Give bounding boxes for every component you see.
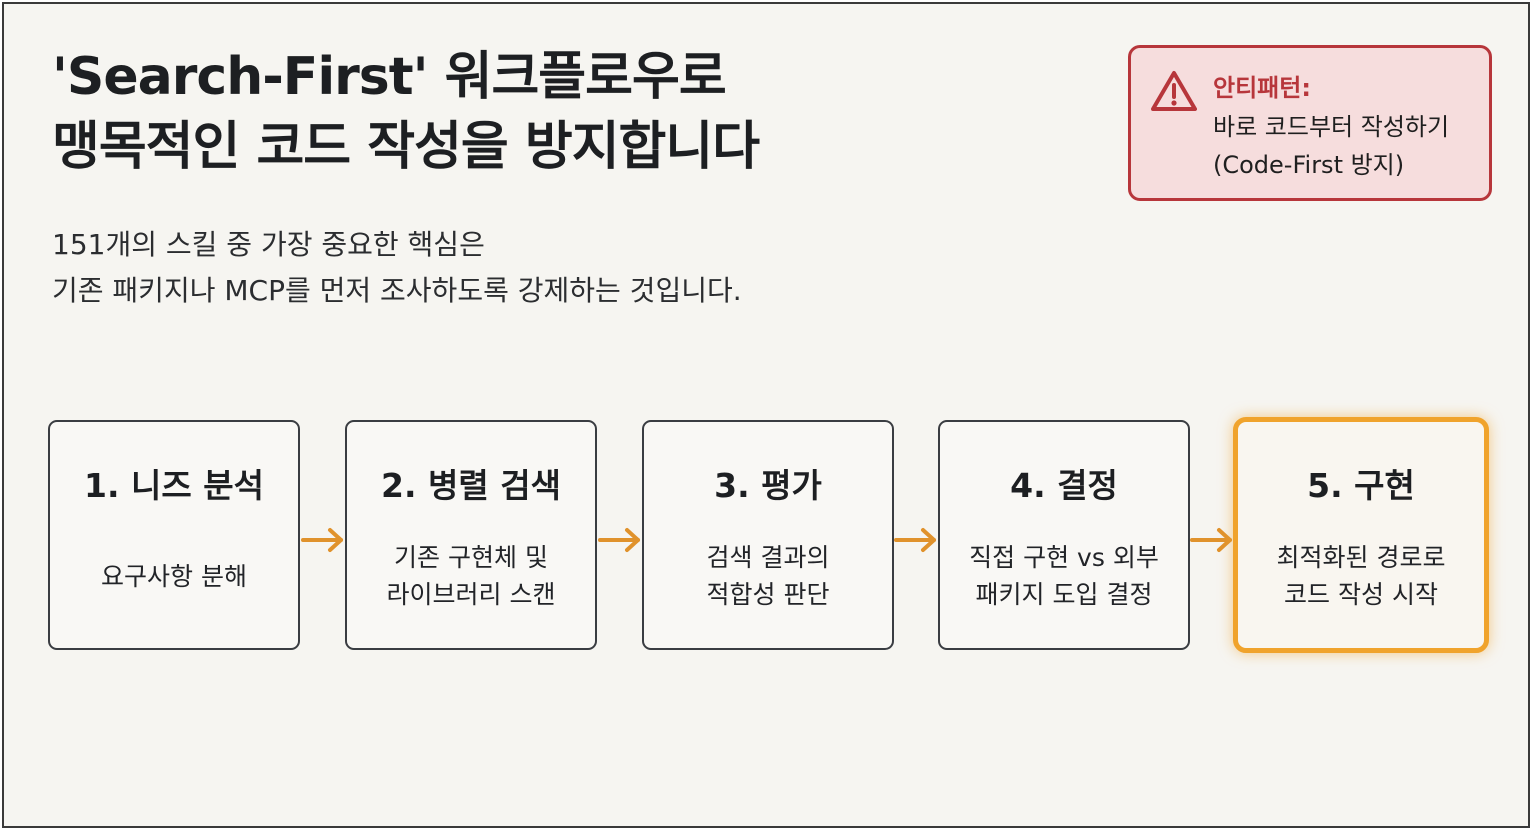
step-description-line: 기존 구현체 및 (394, 543, 548, 572)
step-title: 4. 결정 (1010, 466, 1118, 505)
subtitle-line-1: 151개의 스킬 중 가장 중요한 핵심은 (52, 228, 485, 261)
step-description-line: 라이브러리 스캔 (386, 580, 556, 609)
subtitle: 151개의 스킬 중 가장 중요한 핵심은 기존 패키지나 MCP를 먼저 조사… (52, 222, 742, 314)
step-needs-analysis: 1. 니즈 분석 요구사항 분해 (48, 420, 300, 650)
anti-pattern-title: 안티패턴: (1213, 74, 1311, 102)
arrow-right-icon (894, 528, 936, 552)
step-description: 최적화된 경로로 코드 작성 시작 (1238, 534, 1484, 618)
arrow-right-icon (598, 528, 640, 552)
step-description-line: 최적화된 경로로 (1276, 543, 1446, 572)
step-description-line: 코드 작성 시작 (1284, 580, 1438, 609)
anti-pattern-callout: 안티패턴: 바로 코드부터 작성하기 (Code-First 방지) (1128, 45, 1492, 201)
step-description-line: 직접 구현 vs 외부 (969, 543, 1159, 572)
title-line-2: 맹목적인 코드 작성을 방지합니다 (52, 117, 760, 177)
subtitle-line-2: 기존 패키지나 MCP를 먼저 조사하도록 강제하는 것입니다. (52, 274, 742, 307)
page-title: 'Search-First' 워크플로우로 맹목적인 코드 작성을 방지합니다 (52, 42, 760, 182)
step-evaluation: 3. 평가 검색 결과의 적합성 판단 (642, 420, 894, 650)
step-title: 3. 평가 (714, 466, 822, 505)
step-implementation: 5. 구현 최적화된 경로로 코드 작성 시작 (1233, 417, 1489, 653)
anti-pattern-description: 바로 코드부터 작성하기 (Code-First 방지) (1213, 108, 1449, 184)
arrow-right-icon (301, 528, 343, 552)
anti-pattern-line-1: 바로 코드부터 작성하기 (1213, 113, 1450, 141)
step-parallel-search: 2. 병렬 검색 기존 구현체 및 라이브러리 스캔 (345, 420, 597, 650)
step-description: 요구사항 분해 (50, 534, 298, 618)
step-description-line: 요구사항 분해 (101, 561, 247, 591)
step-description: 기존 구현체 및 라이브러리 스캔 (347, 534, 595, 618)
step-description-line: 적합성 판단 (706, 580, 830, 609)
step-description: 검색 결과의 적합성 판단 (644, 534, 892, 618)
step-title: 2. 병렬 검색 (381, 466, 561, 505)
anti-pattern-line-2: (Code-First 방지) (1213, 151, 1405, 179)
step-title: 1. 니즈 분석 (84, 466, 264, 505)
arrow-right-icon (1190, 528, 1232, 552)
step-title: 5. 구현 (1307, 466, 1415, 505)
step-description-line: 패키지 도입 결정 (975, 580, 1153, 609)
step-description: 직접 구현 vs 외부 패키지 도입 결정 (940, 534, 1188, 618)
title-line-1: 'Search-First' 워크플로우로 (52, 47, 727, 107)
step-decision: 4. 결정 직접 구현 vs 외부 패키지 도입 결정 (938, 420, 1190, 650)
warning-triangle-icon (1151, 71, 1197, 111)
step-description-line: 검색 결과의 (706, 543, 830, 572)
